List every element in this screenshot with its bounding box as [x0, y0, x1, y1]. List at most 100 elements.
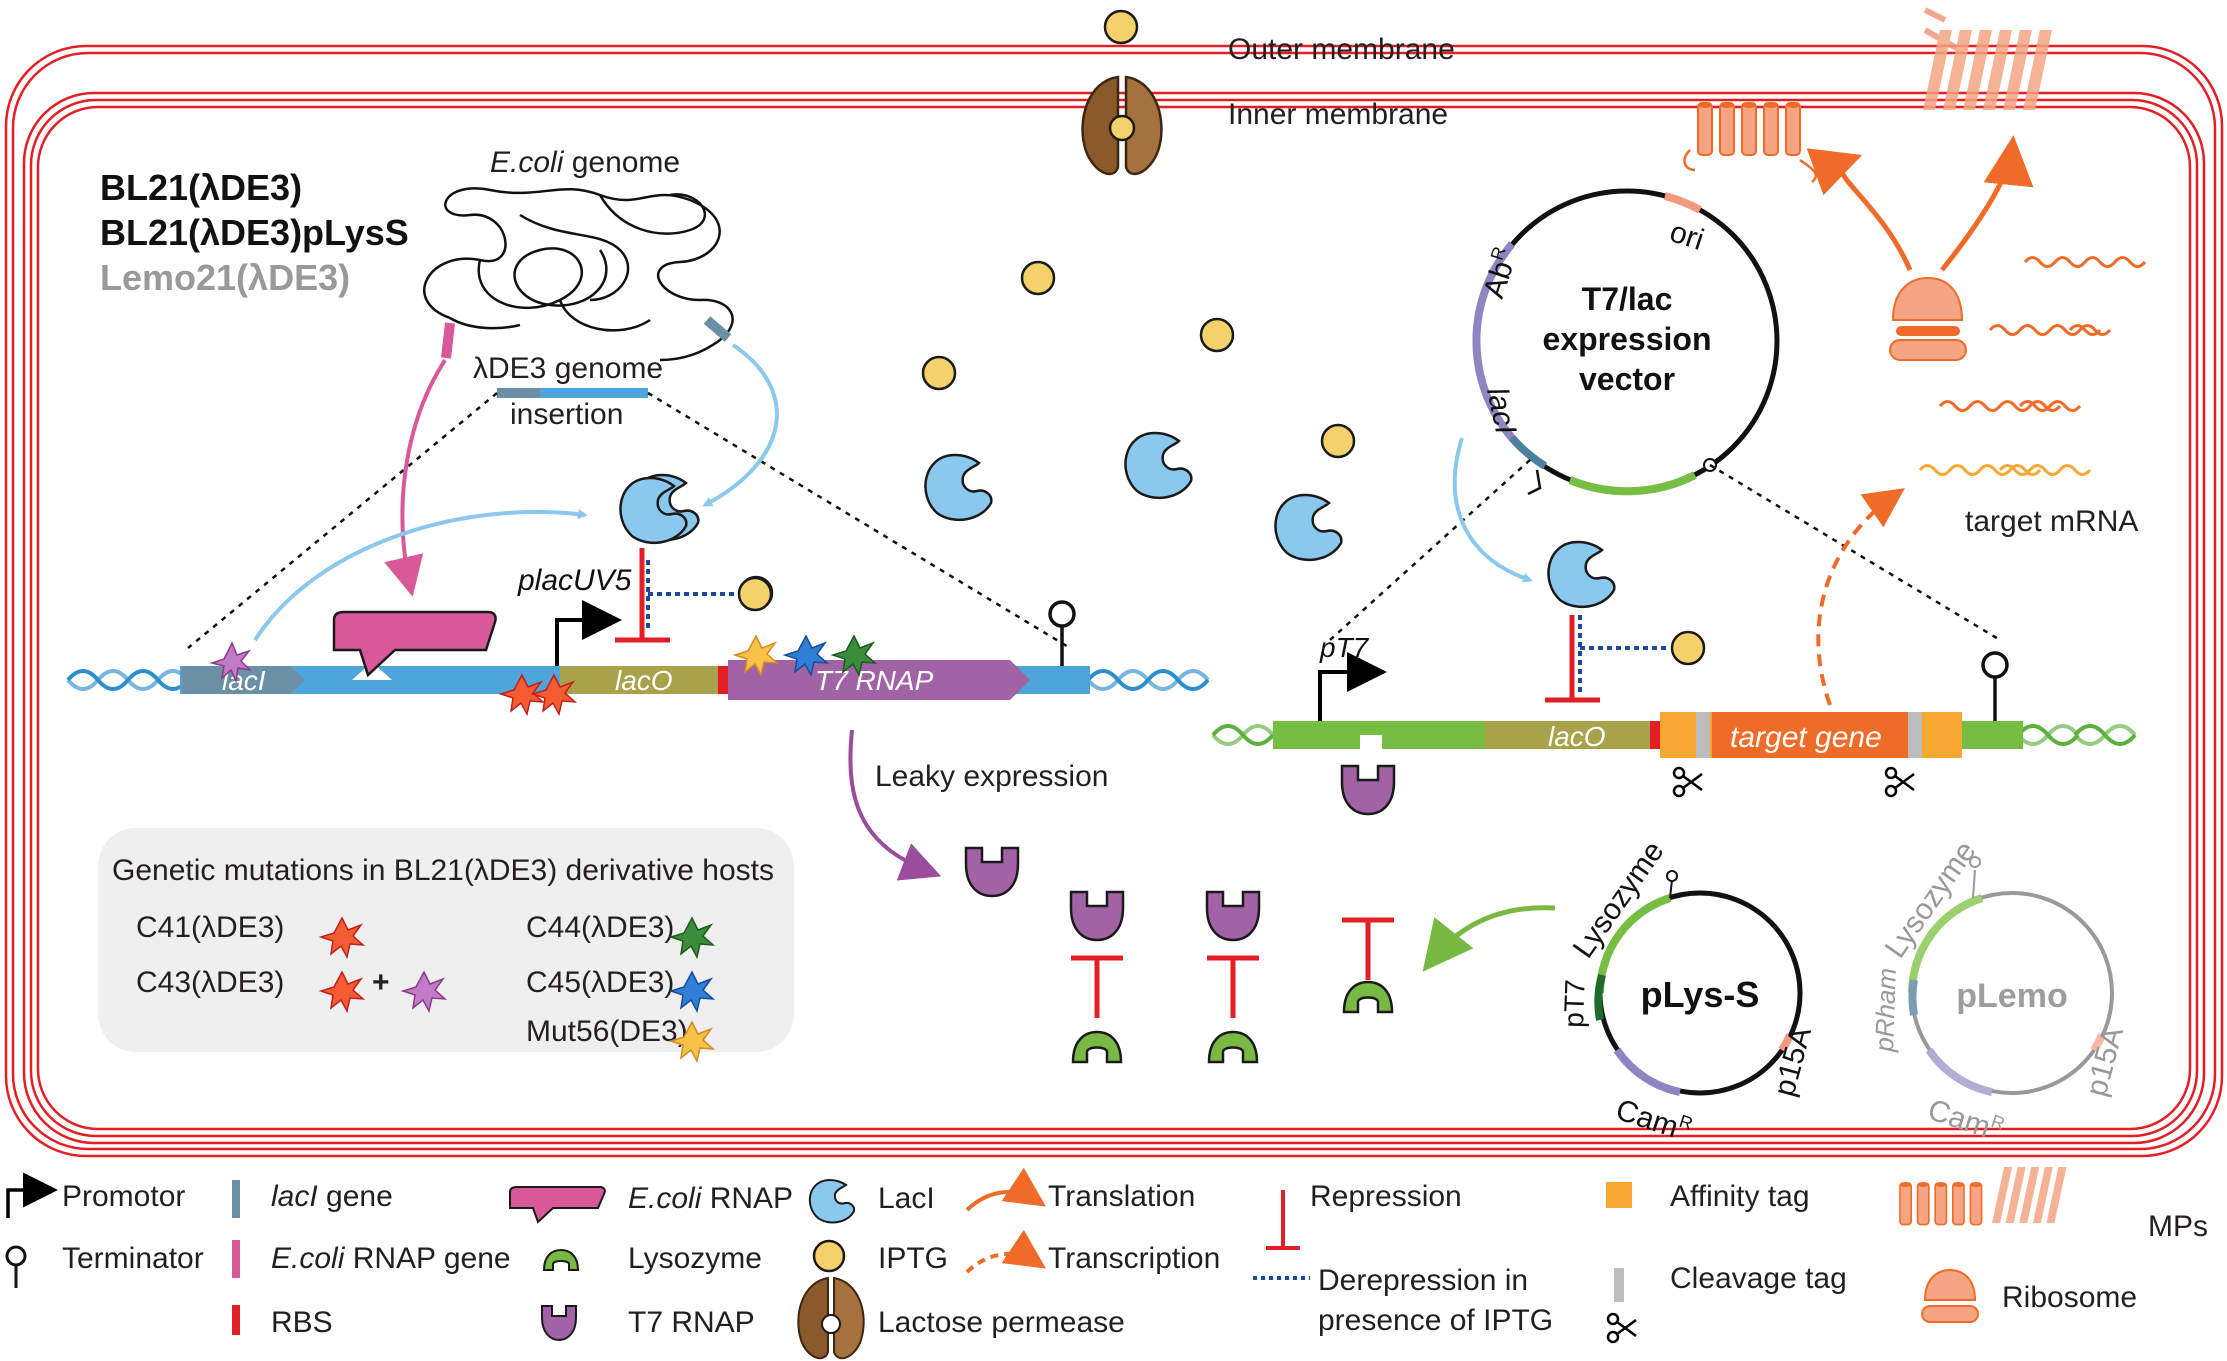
strain-bl21-plyss: BL21(λDE3)pLysS	[100, 212, 409, 253]
target-mrna-label: target mRNA	[1965, 505, 2138, 538]
laci-gene-mark	[703, 316, 732, 342]
transcription-arrow	[1816, 488, 1905, 706]
iptg-icon	[1320, 423, 1356, 459]
terminator-icon	[1048, 600, 1076, 666]
repression-icon	[1207, 958, 1259, 1018]
iptg-icon	[1103, 9, 1139, 45]
ecoli-rnap-gene-mark	[441, 322, 455, 359]
mut-c41-label: C41(λDE3)	[136, 911, 284, 944]
rnap-gene-arrow	[384, 358, 447, 597]
derepression-line	[1578, 615, 1668, 694]
laci-protein-icon	[1274, 493, 1343, 562]
iptg-icon	[1670, 630, 1706, 666]
target-gene-label: target gene	[1730, 721, 1882, 754]
vector-promoter-icon	[1527, 469, 1542, 496]
lactose-permease-icon	[1081, 75, 1163, 176]
rbs-legend-icon	[232, 1305, 240, 1335]
mp-barrel-icon	[1922, 7, 2052, 110]
repression-icon	[1071, 958, 1123, 1018]
ribosome-icon	[1889, 276, 1967, 361]
vector-name-2: expression	[1543, 321, 1712, 357]
star-c45-icon	[782, 634, 830, 678]
laci-protein-icon	[1124, 431, 1193, 500]
plemo-camr-label: CamR	[1924, 1091, 2007, 1148]
ecoli-rnap-legend-icon	[509, 1186, 606, 1224]
legend-affinity: Affinity tag	[1670, 1180, 1810, 1213]
scissors-icon	[1672, 766, 1704, 798]
lactose-permease-legend-icon	[797, 1276, 865, 1360]
star-c41-icon	[318, 970, 366, 1014]
mut-mut56-label: Mut56(DE3)	[526, 1015, 688, 1048]
legend: Promotor Terminator lacI gene E.coli RNA…	[5, 1166, 2208, 1360]
iptg-icon	[1020, 260, 1056, 296]
legend-laci: LacI	[878, 1182, 935, 1215]
laci-legend-icon	[809, 1178, 856, 1224]
laci-gene-legend-icon	[232, 1180, 240, 1218]
laci-expression-arrow-2	[253, 509, 588, 642]
affinity-tag-legend-icon	[1606, 1182, 1632, 1208]
transcription-legend-icon	[965, 1229, 1046, 1274]
genome-label: E.coli genome	[490, 146, 680, 179]
mutations-title: Genetic mutations in BL21(λDE3) derivati…	[112, 854, 774, 887]
star-c44-icon	[830, 634, 878, 678]
insertion-label-1: λDE3 genome	[473, 352, 663, 385]
legend-mps: MPs	[2148, 1210, 2208, 1243]
strain-lemo21: Lemo21(λDE3)	[100, 257, 350, 298]
mut-c44-label: C44(λDE3)	[526, 911, 674, 944]
left-t7rnap-label: T7 RNAP	[815, 665, 934, 696]
iptg-icon	[737, 576, 773, 612]
pt7-promoter-icon	[1318, 652, 1387, 721]
mut-c43-label: C43(λDE3)	[136, 966, 284, 999]
laci-protein-icon	[924, 453, 993, 522]
star-mut56-icon	[732, 634, 780, 678]
right-dna-construct	[1211, 712, 2137, 758]
zoom-line	[1329, 459, 1531, 641]
placuv5-promoter-icon	[555, 600, 622, 666]
mp-helix-bundle-icon	[1683, 101, 1817, 183]
star-mut56-icon	[668, 1020, 716, 1064]
insertion-label-2: insertion	[510, 398, 623, 431]
ribosome-legend-icon	[1921, 1268, 1979, 1323]
legend-laci-gene: lacI gene	[271, 1180, 393, 1213]
legend-derepression-1: Derepression in	[1318, 1264, 1528, 1297]
scissors-icon	[1884, 766, 1916, 798]
terminator-legend-icon	[5, 1245, 27, 1288]
zoom-line	[1709, 463, 2001, 642]
laci-protein-icon	[1547, 540, 1616, 609]
terminator-icon	[1981, 651, 2009, 721]
mutations-panel	[98, 828, 794, 1052]
legend-ecoli-rnap: E.coli RNAP	[628, 1182, 793, 1215]
derepression-line	[646, 560, 735, 632]
t7lac-vector-icon	[1472, 188, 1780, 496]
legend-ecoli-rnap-gene: E.coli RNAP gene	[271, 1242, 511, 1275]
legend-rbs: RBS	[271, 1306, 333, 1339]
repression-legend-icon	[1266, 1190, 1300, 1250]
translation-arrow	[1806, 148, 1913, 271]
legend-promotor: Promotor	[62, 1180, 185, 1213]
plyss-plasmid-icon	[1594, 870, 1803, 1096]
legend-translation: Translation	[1048, 1180, 1195, 1213]
inner-membrane-label: Inner membrane	[1228, 98, 1448, 131]
right-laco-label: lacO	[1548, 721, 1606, 752]
iptg-icon	[921, 355, 957, 391]
lysozyme-legend-icon	[542, 1248, 580, 1271]
laci-expression-arrow-3	[1452, 437, 1533, 583]
legend-repression: Repression	[1310, 1180, 1462, 1213]
lysozyme-protein-icon	[1342, 980, 1394, 1014]
iptg-icon	[1199, 317, 1235, 353]
plemo-plasmid-icon	[1908, 856, 2114, 1096]
legend-transcription: Transcription	[1048, 1242, 1220, 1275]
plemo-promoter-label: pRham	[1869, 967, 1902, 1053]
legend-permease: Lactose permease	[878, 1306, 1125, 1339]
t7-rnap-protein-icon	[1205, 890, 1261, 942]
legend-terminator: Terminator	[62, 1242, 204, 1275]
star-c41-icon	[318, 916, 366, 960]
star-c45-icon	[668, 970, 716, 1014]
translation-arrow	[1940, 135, 2034, 272]
iptg-legend-icon	[812, 1239, 846, 1273]
star-c45-icon	[209, 641, 253, 684]
scissors-legend-icon	[1606, 1312, 1638, 1344]
plyss-promoter-label: pT7	[1558, 979, 1591, 1028]
mutation-stars	[209, 634, 878, 717]
